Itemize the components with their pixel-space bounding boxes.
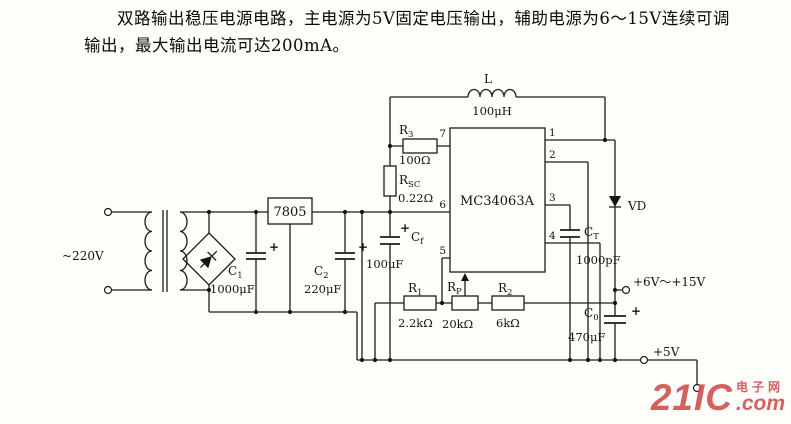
resistor-rsc-box <box>383 165 397 197</box>
c1-label: C1 <box>228 264 243 281</box>
pin-7-label: 7 <box>439 128 446 140</box>
ac-source-label: ~220V <box>62 249 104 263</box>
watermark-tld: .com <box>735 392 785 415</box>
inductor-value: 100μH <box>472 104 511 118</box>
capacitor-c2-plates <box>335 252 355 260</box>
cf-label: Cf <box>411 230 424 247</box>
bridge-rectifier <box>182 232 236 286</box>
regulator-7805-box <box>267 197 313 225</box>
cf-value: 100μF <box>366 257 403 271</box>
vd-label: VD <box>627 199 646 213</box>
watermark-brand: 21IC <box>650 377 733 418</box>
c0-value: 470μF <box>568 330 605 344</box>
rp-wiper-arrow <box>461 273 469 281</box>
watermark-21ic-logo: 21IC 电子网 .com <box>651 379 785 416</box>
r2-value: 6kΩ <box>496 316 520 330</box>
diode-vd-symbol <box>609 196 621 208</box>
rp-value: 20kΩ <box>442 317 473 331</box>
r3-label: R3 <box>399 123 413 140</box>
transformer-secondary-coil <box>179 211 188 291</box>
pin-5-label: 5 <box>439 245 446 257</box>
aux-output-label: +6V～+15V <box>633 275 706 289</box>
c2-label: C2 <box>314 264 329 281</box>
aux-output-terminal <box>621 285 631 295</box>
capacitor-cf-plates <box>380 236 400 245</box>
capacitor-c1-plates <box>246 252 266 260</box>
cf-polarity-plus: + <box>400 221 410 235</box>
junction-dots <box>206 137 618 363</box>
transformer-primary-coil <box>144 211 153 291</box>
rp-label: RP <box>447 280 462 297</box>
resistor-r1-box <box>403 295 437 311</box>
bridge-diode-symbol <box>199 250 218 269</box>
pin-2-label: 2 <box>549 149 556 161</box>
c0-polarity-plus: + <box>631 304 641 318</box>
rsc-value: 0.22Ω <box>398 191 433 205</box>
inductor-label: L <box>484 72 492 86</box>
ct-value: 1000pF <box>576 253 621 267</box>
r3-value: 100Ω <box>399 153 431 167</box>
c0-label: C0 <box>584 306 599 323</box>
rsc-label: RSC <box>399 173 420 190</box>
pin-3-label: 3 <box>549 192 556 204</box>
c2-polarity-plus: + <box>358 240 368 254</box>
potentiometer-rp-box <box>451 295 479 311</box>
circuit-description: 双路输出稳压电源电路，主电源为5V固定电压输出，辅助电源为6～15V连续可调输出… <box>84 9 730 55</box>
resistor-r3-box <box>402 138 438 154</box>
watermark-site-name: 电子网 <box>735 380 784 394</box>
ct-label: CT <box>584 225 599 242</box>
pin-6-label: 6 <box>439 199 446 211</box>
pin-4-label: 4 <box>549 230 556 242</box>
inductor-coil <box>467 88 517 98</box>
c2-value: 220μF <box>304 282 341 296</box>
ic-mc34063a-label: MC34063A <box>460 194 535 209</box>
resistor-r2-box <box>491 295 525 311</box>
regulator-7805-label: 7805 <box>273 205 306 220</box>
c1-value: 1000μF <box>210 282 255 296</box>
capacitor-ct-plates <box>560 229 580 238</box>
wire-network <box>112 96 698 384</box>
main-output-terminal <box>639 355 649 365</box>
capacitor-c0-plates <box>604 315 626 324</box>
ac-input-terminal-bottom <box>103 285 113 295</box>
main-output-label: +5V <box>653 345 680 359</box>
c1-polarity-plus: + <box>269 240 279 254</box>
ac-input-terminal-top <box>103 207 113 217</box>
r1-value: 2.2kΩ <box>398 316 433 330</box>
r2-label: R2 <box>498 281 512 298</box>
r1-label: R1 <box>408 281 422 298</box>
common-terminal <box>692 383 702 393</box>
pin-1-label: 1 <box>549 127 556 139</box>
ic-mc34063a-box <box>449 127 546 273</box>
